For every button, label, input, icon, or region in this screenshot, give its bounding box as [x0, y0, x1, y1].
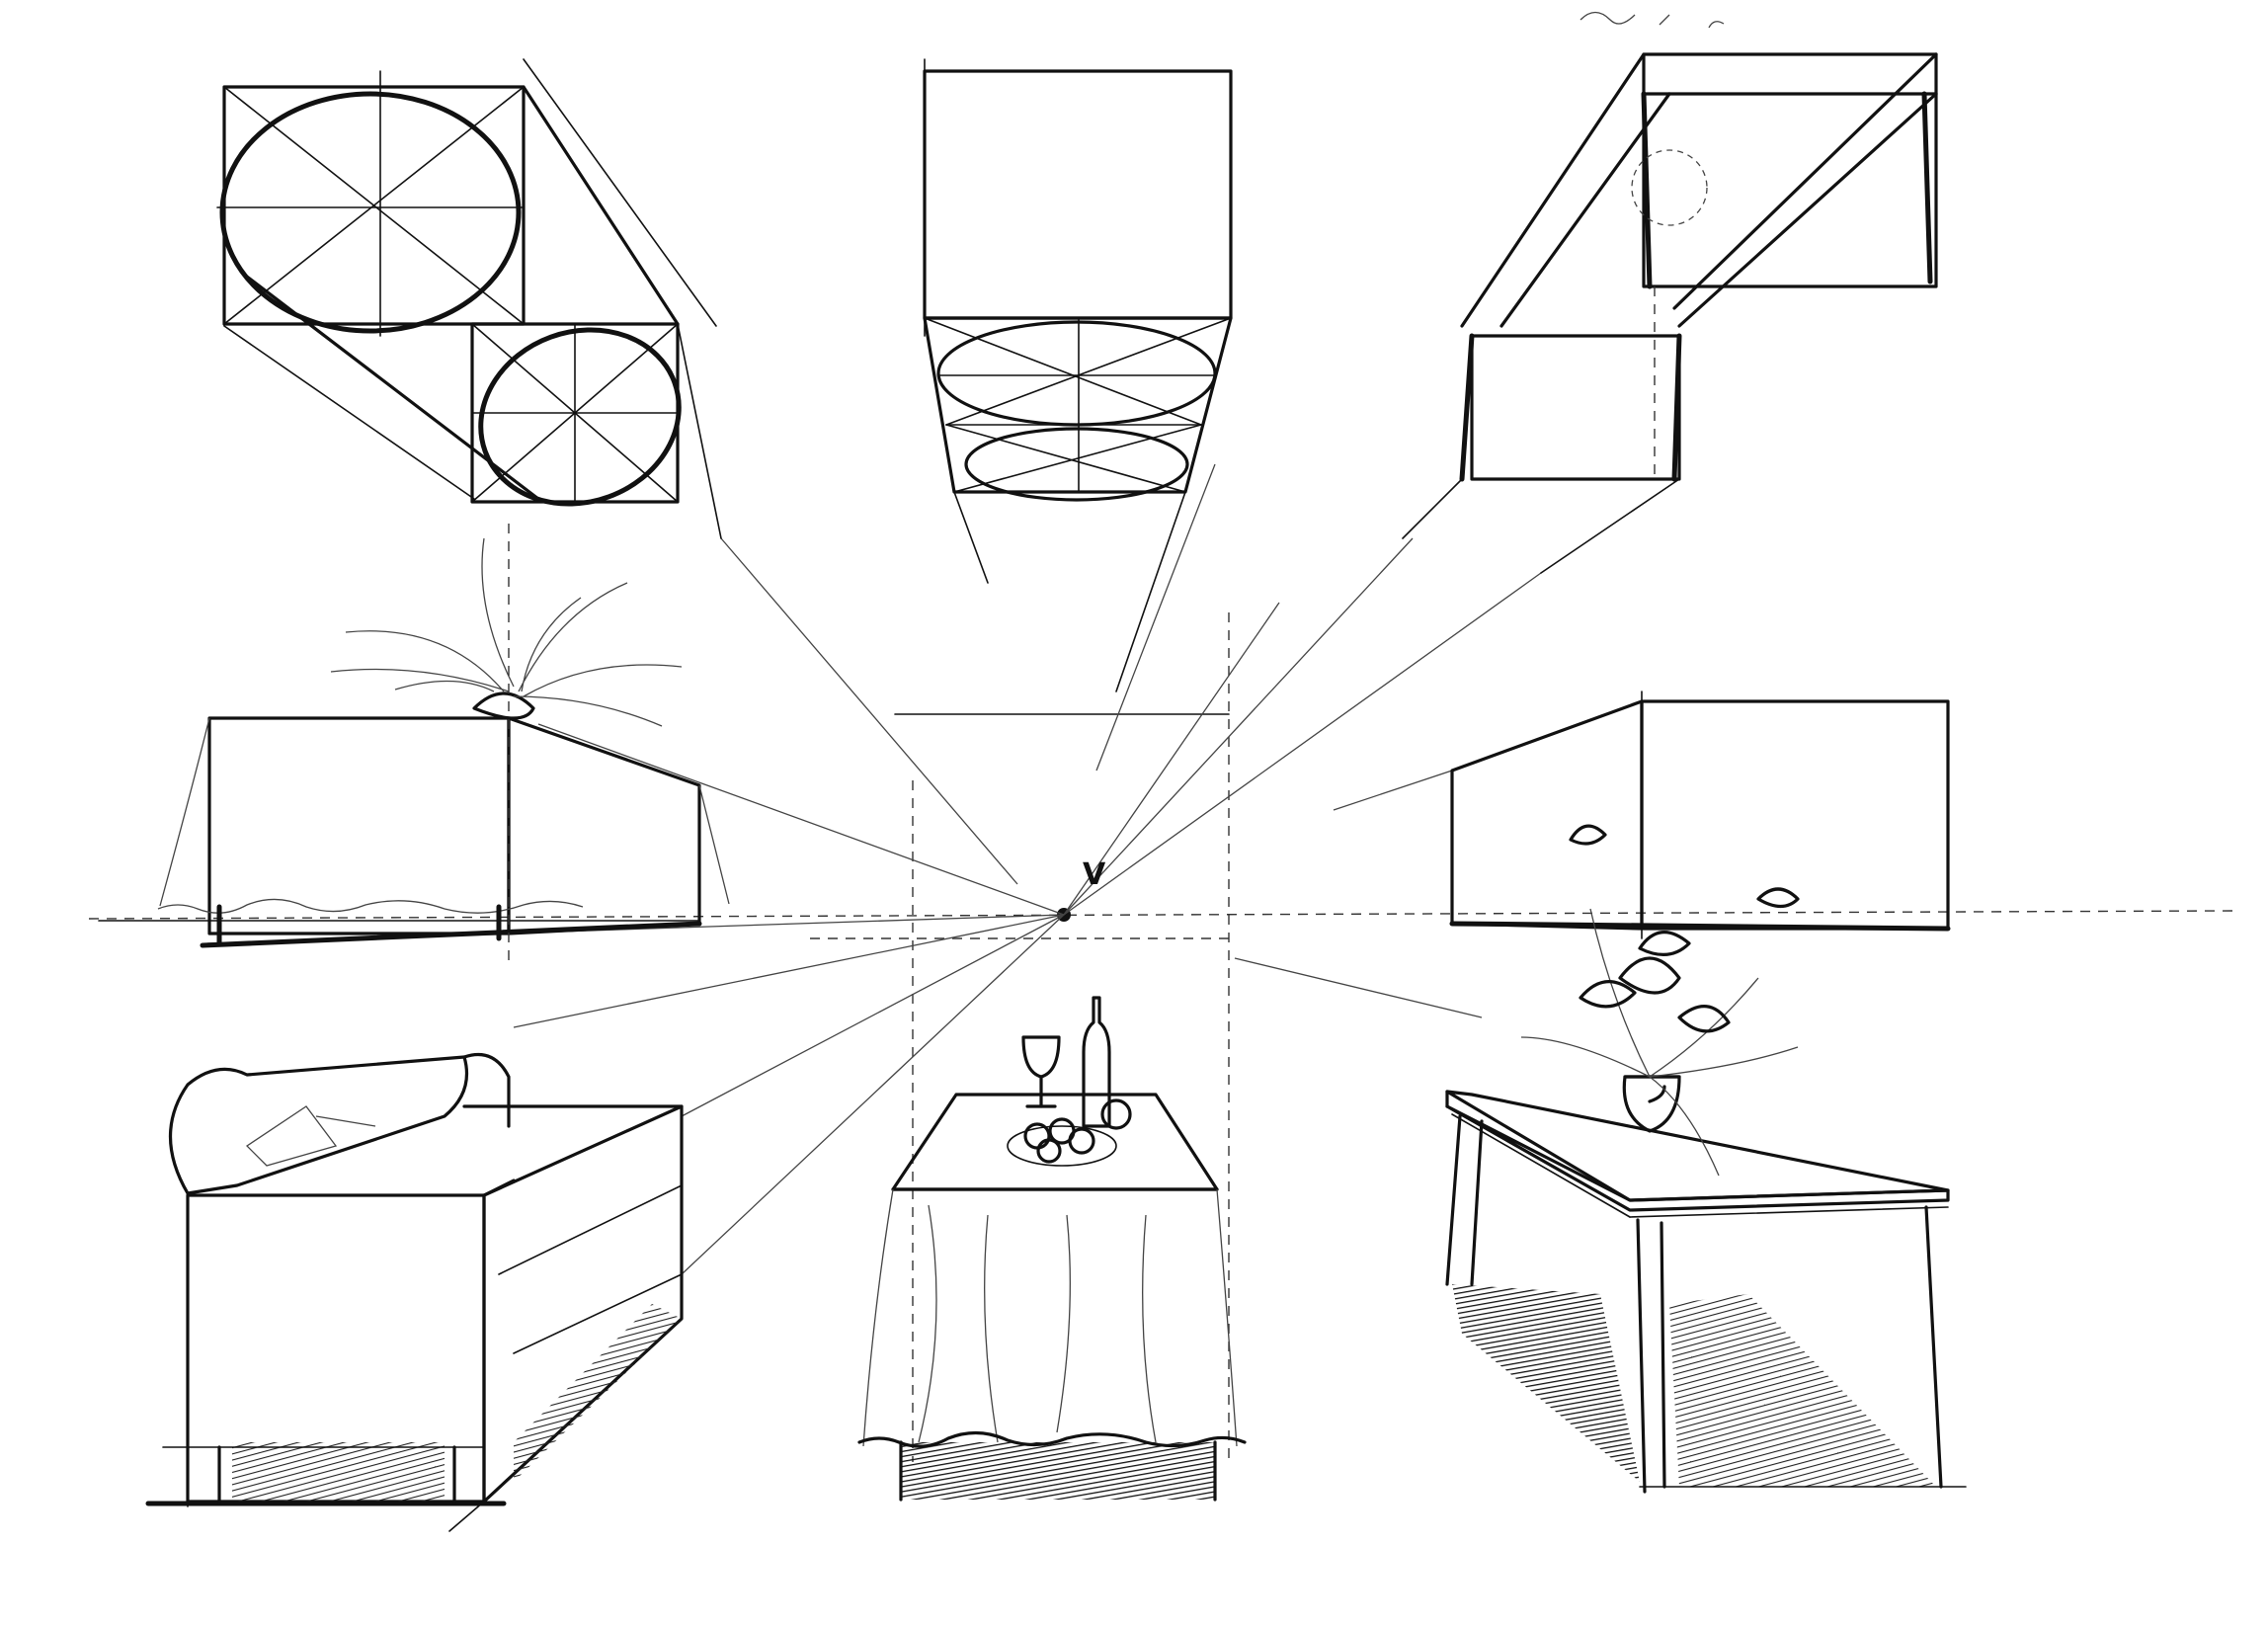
central-frame [810, 612, 1230, 1462]
horizon-line [88, 910, 2233, 920]
dining-table-with-cloth [857, 996, 1247, 1502]
box-left-with-plant [98, 524, 730, 963]
sofa [145, 1052, 684, 1532]
perspective-rays [206, 463, 1542, 1275]
coffee-table-with-vase [1445, 824, 1967, 1494]
cylinder-vertical-from-below [923, 58, 1233, 692]
cylinder-from-below [216, 58, 722, 539]
vanishing-point-label: V [1083, 857, 1106, 892]
table-from-below [1402, 11, 1938, 574]
box-right [1449, 691, 1951, 939]
